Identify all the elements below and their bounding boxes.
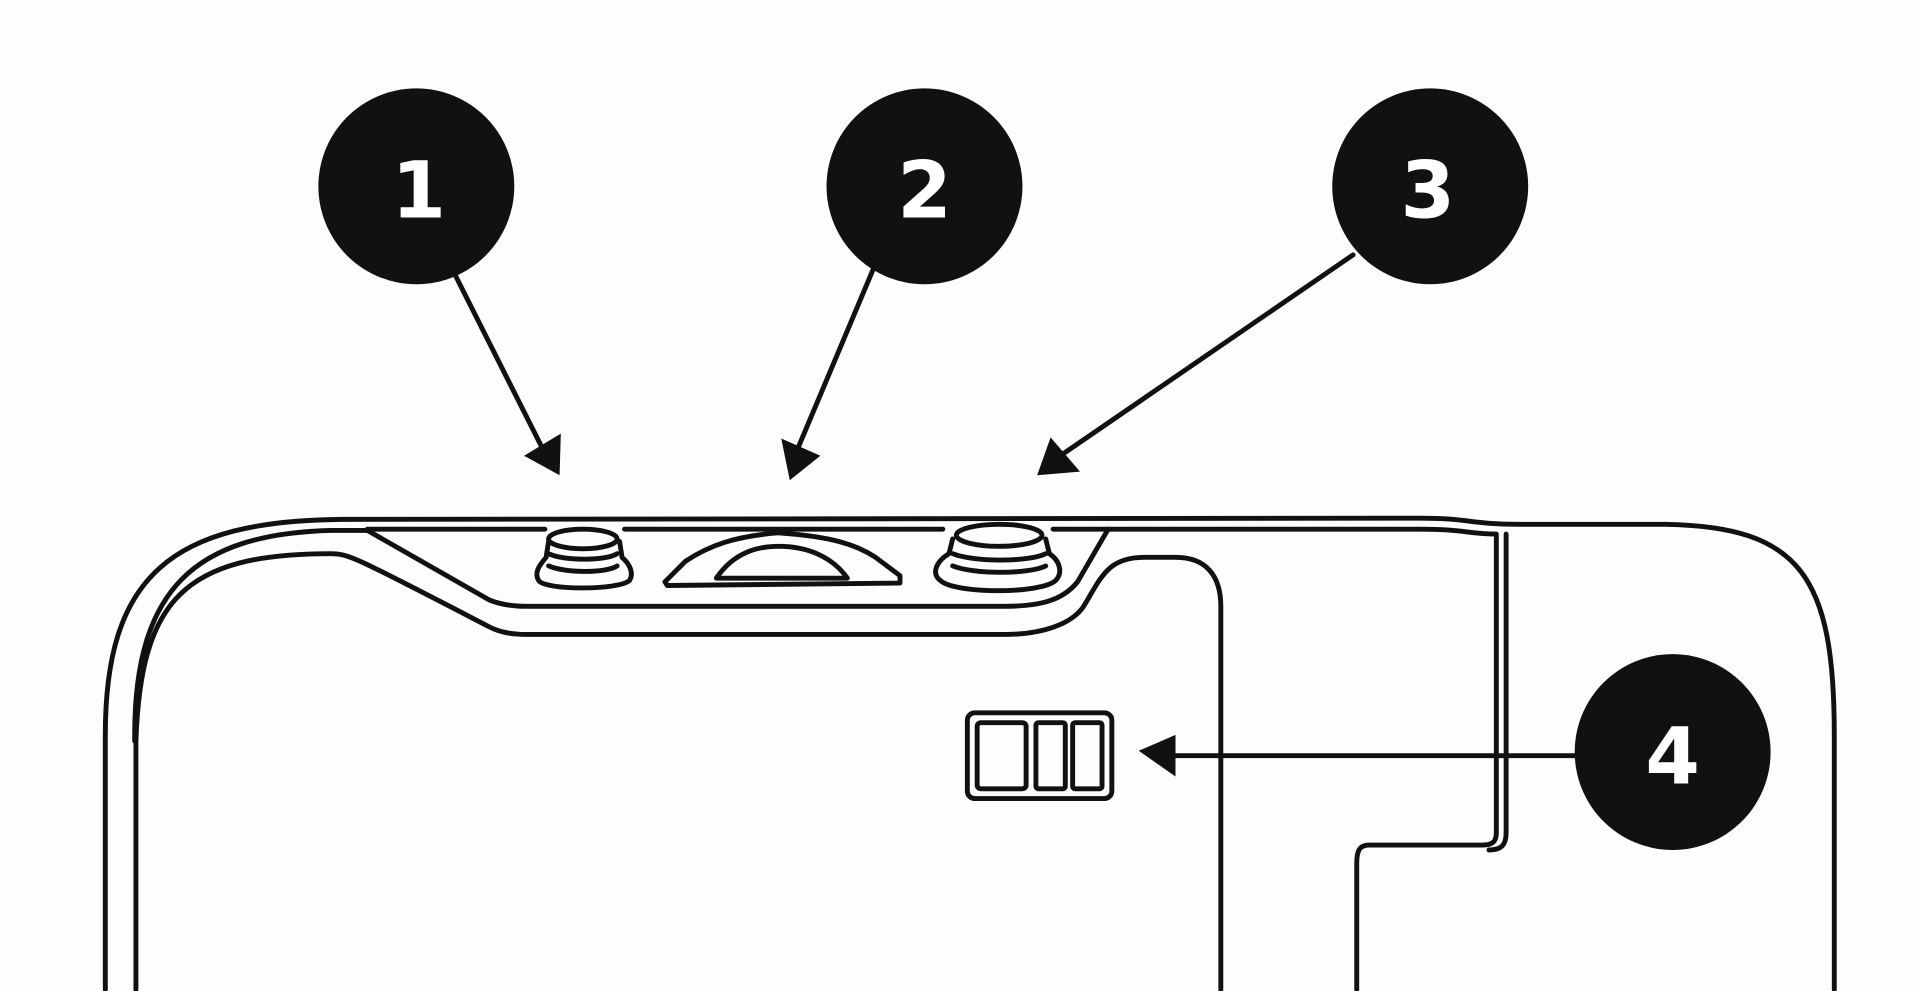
callout-2-label: 2 [897, 146, 952, 237]
button-left [534, 526, 634, 591]
callout-3-label: 3 [1400, 146, 1455, 237]
callout-2: 2 [826, 88, 1023, 285]
button-right [933, 521, 1063, 594]
side-switch [964, 710, 1115, 802]
callout-1: 1 [318, 88, 515, 285]
callout-1-label: 1 [392, 146, 447, 237]
callout-3: 3 [1332, 88, 1529, 285]
speaker-grille [662, 530, 903, 588]
callout-4-label: 4 [1645, 711, 1700, 802]
device-body [102, 515, 1837, 991]
callout-4: 4 [1574, 654, 1771, 850]
callout-arrows [453, 252, 1579, 777]
